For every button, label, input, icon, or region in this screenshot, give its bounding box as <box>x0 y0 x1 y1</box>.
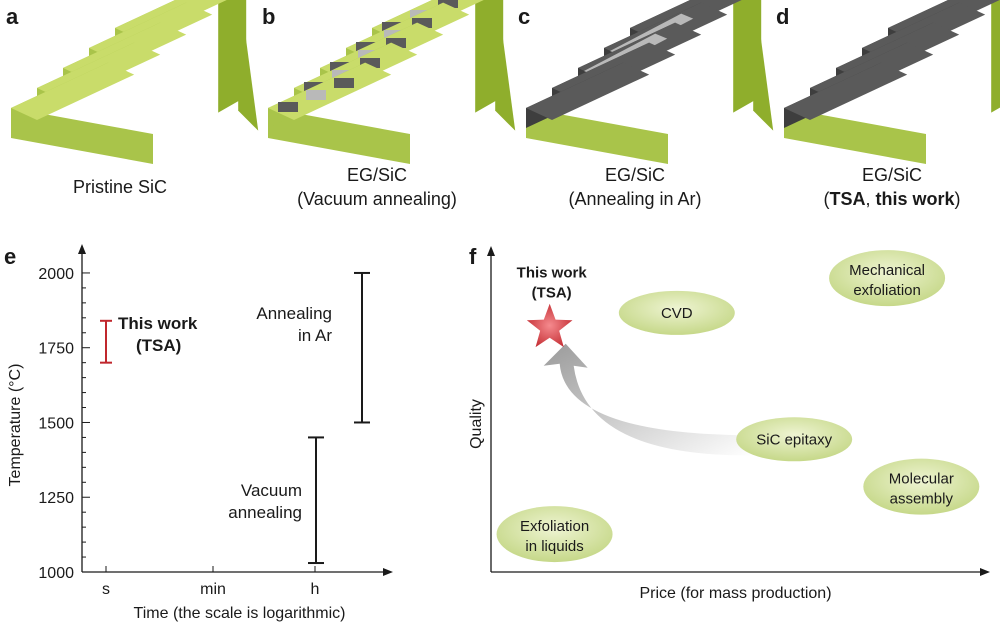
range-label-line1: This work <box>118 314 198 333</box>
caption-d-paren-open: ( <box>823 189 830 209</box>
base-front <box>268 108 410 164</box>
graphene-island <box>412 18 432 28</box>
curved-arrow <box>543 343 755 456</box>
caption-d-paren-close: ) <box>954 189 961 209</box>
caption-d: EG/SiC (TSA, this work) <box>782 163 1000 211</box>
caption-d-sep: , <box>865 189 876 209</box>
y-axis-arrow <box>487 246 495 256</box>
range-label-line1: Vacuum <box>241 481 302 500</box>
panel-letter-f: f <box>469 244 477 269</box>
step-tread <box>784 62 908 120</box>
panel-letter-a: a <box>6 4 19 29</box>
method-ellipse <box>736 417 853 462</box>
y-tick-label: 1500 <box>38 415 74 432</box>
caption-c-line2: (Annealing in Ar) <box>568 189 702 209</box>
caption-b: EG/SiC (Vacuum annealing) <box>267 163 487 211</box>
caption-c: EG/SiC (Annealing in Ar) <box>525 163 745 211</box>
y-axis-label: Temperature (°C) <box>7 364 24 487</box>
x-tick-label: s <box>102 581 110 598</box>
y-tick-label: 2000 <box>38 266 74 283</box>
point-label-line1: CVD <box>661 305 693 322</box>
pristine-sic-illustration <box>11 0 259 164</box>
method-ellipse <box>618 290 735 335</box>
tsa-eg-sic-illustration <box>784 0 1000 164</box>
x-axis-label: Time (the scale is logarithmic) <box>134 605 346 622</box>
step-tread <box>268 62 392 120</box>
point-label-line2: exfoliation <box>853 282 921 299</box>
graphene-island <box>278 102 298 112</box>
step-tread <box>11 62 135 120</box>
range-label-line2: (TSA) <box>136 336 181 355</box>
caption-d-line2: (TSA, this work) <box>782 187 1000 211</box>
graphene-island <box>386 38 406 48</box>
caption-d-line1: EG/SiC <box>861 165 922 185</box>
caption-b-line1: EG/SiC <box>346 165 407 185</box>
y-tick-label: 1000 <box>38 565 74 582</box>
x-tick-label: h <box>311 581 320 598</box>
method-ellipse <box>863 458 980 515</box>
x-axis-label: Price (for mass production) <box>639 585 831 602</box>
base-front <box>11 108 153 164</box>
caption-a: Pristine SiC <box>10 175 230 199</box>
point-label-line2: assembly <box>890 491 954 508</box>
method-ellipse <box>496 506 613 563</box>
right-face <box>475 0 504 113</box>
point-label-line1: Exfoliation <box>520 518 589 535</box>
graphene-island <box>334 78 354 88</box>
panel-letter-d: d <box>776 4 790 29</box>
caption-a-line1: Pristine SiC <box>72 177 168 197</box>
tsa-star-marker <box>526 303 573 348</box>
step-tread <box>526 62 650 120</box>
caption-c-line1: EG/SiC <box>604 165 665 185</box>
x-tick-label: min <box>200 581 226 598</box>
caption-b-line2: (Vacuum annealing) <box>297 189 457 209</box>
point-label-line1: Mechanical <box>849 262 925 279</box>
range-label-line1: Annealing <box>256 304 332 323</box>
caption-d-tsa: TSA <box>829 189 866 209</box>
y-axis-label: Quality <box>468 399 485 449</box>
ar-annealed-eg-sic-illustration <box>526 0 774 164</box>
y-axis-arrow <box>78 244 86 254</box>
graphene-island <box>360 58 380 68</box>
base-front <box>526 108 668 164</box>
y-tick-label: 1750 <box>38 341 74 358</box>
range-label-line2: in Ar <box>298 326 332 345</box>
vacuum-annealed-eg-sic-illustration <box>268 0 516 164</box>
point-label-line1: SiC epitaxy <box>756 431 832 448</box>
graphene-island <box>438 0 458 8</box>
y-tick-label: 1250 <box>38 490 74 507</box>
right-face <box>991 0 1000 113</box>
panel-letter-c: c <box>518 4 531 29</box>
point-label-line1: Molecular <box>889 471 954 488</box>
x-axis-arrow <box>383 568 393 576</box>
panel-letter-b: b <box>262 4 276 29</box>
caption-d-this-work: this work <box>875 189 955 209</box>
right-face <box>733 0 762 113</box>
point-label-line2: in liquids <box>525 538 583 555</box>
base-front <box>784 108 926 164</box>
panel-letter-e: e <box>4 244 16 269</box>
range-label-line2: annealing <box>228 503 302 522</box>
x-axis-arrow <box>980 568 990 576</box>
right-face <box>218 0 247 113</box>
method-ellipse <box>829 250 946 307</box>
point-label-line2: (TSA) <box>532 285 572 302</box>
point-label-line1: This work <box>517 265 588 282</box>
graphene-island <box>306 90 326 100</box>
